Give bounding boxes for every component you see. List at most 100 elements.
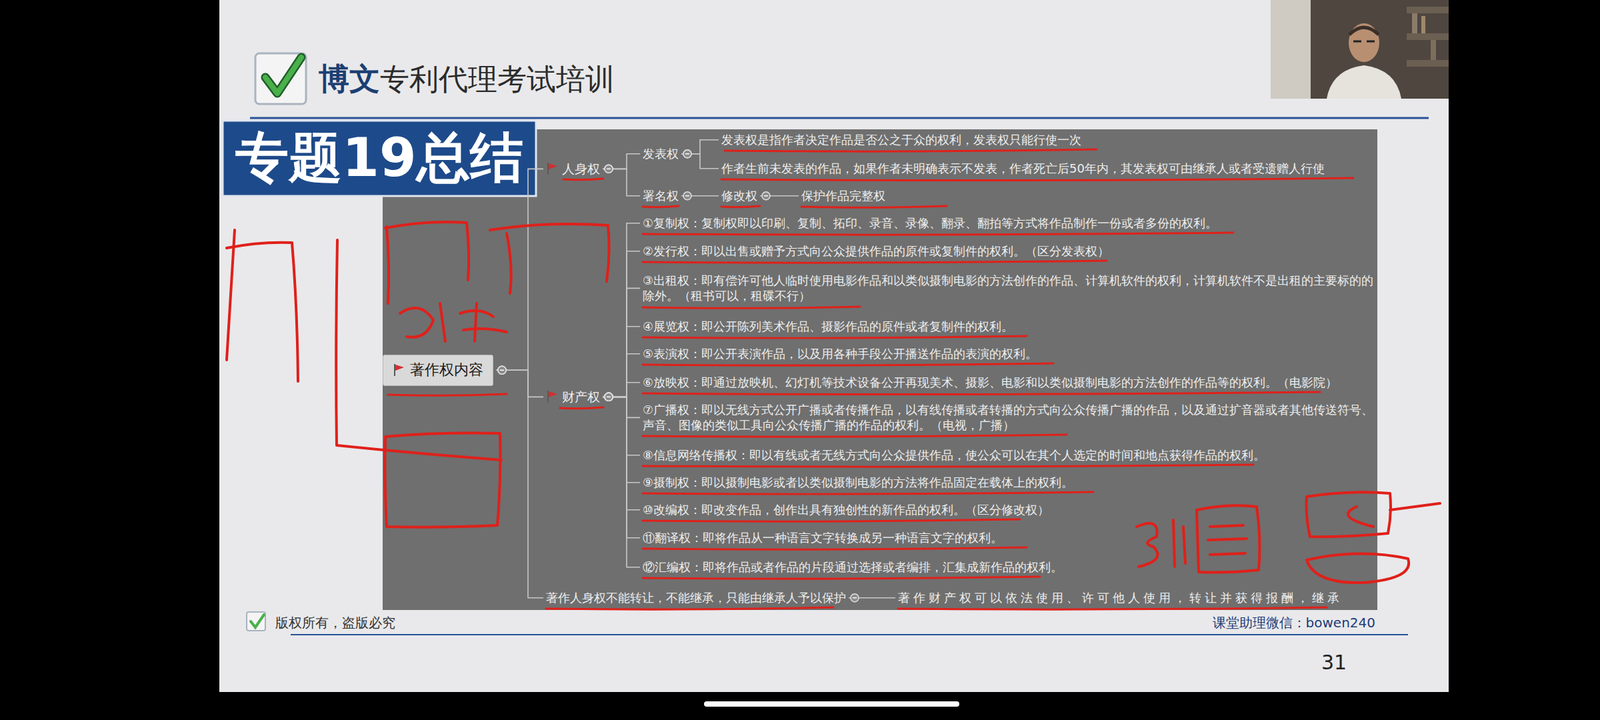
collapse-icon — [604, 392, 613, 401]
contact-note: 课堂助理微信：bowen240 — [1212, 614, 1376, 632]
topic-node: 著作人身权不能转让，不能继承，只能由继承人予以保护 — [546, 590, 846, 606]
collapse-icon — [683, 192, 692, 200]
collapse-minus — [606, 396, 611, 398]
slide — [219, 0, 1449, 692]
topic-node: ⑥放映权：即通过放映机、幻灯机等技术设备公开再现美术、摄影、电影和以类似摄制电影… — [642, 374, 1338, 390]
collapse-icon — [498, 366, 506, 374]
collapse-minus — [685, 153, 690, 155]
collapse-minus — [500, 370, 504, 372]
collapse-minus — [606, 396, 611, 398]
title-banner — [222, 120, 536, 196]
topic-node: 修改权 — [721, 188, 758, 204]
brand-name: 博文 — [318, 58, 380, 100]
topic-text: 发表权 — [642, 146, 679, 161]
connector — [602, 288, 640, 397]
collapse-minus — [764, 195, 768, 197]
flag-icon — [546, 390, 558, 404]
topic-node: ③出租权：即有偿许可他人临时使用电影作品和以类似摄制电影的方法创作的作品、计算机… — [642, 272, 1376, 304]
flag-icon — [392, 363, 405, 377]
connector — [602, 396, 640, 538]
title: 专题19总结 — [235, 122, 523, 195]
topic-node: 发表权 — [642, 146, 679, 162]
topic-text: ⑨摄制权：即以摄制电影或者以类似摄制电影的方法将作品固定在载体上的权利。 — [642, 475, 1074, 490]
collapse-icon — [762, 192, 770, 200]
collapse-icon — [604, 392, 613, 401]
collapse-icon — [683, 150, 692, 158]
connector — [602, 396, 640, 510]
topic-node: 人身权 — [546, 160, 600, 178]
topic-text: 著作人身权不能转让，不能继承，只能由继承人予以保护 — [546, 590, 846, 605]
collapse-minus — [606, 168, 611, 170]
topic-node: ⑪翻译权：即将作品从一种语言文字转换成另一种语言文字的权利。 — [642, 530, 1003, 546]
flag-icon — [546, 162, 558, 176]
collapse-minus — [606, 396, 611, 398]
topic-text: ⑥放映权：即通过放映机、幻灯机等技术设备公开再现美术、摄影、电影和以类似摄制电影… — [642, 375, 1338, 390]
collapse-minus — [606, 168, 611, 170]
connector — [681, 195, 719, 197]
connector — [848, 597, 896, 599]
collapse-minus — [606, 396, 611, 398]
connector — [602, 396, 640, 567]
topic-text: 发表权是指作者决定作品是否公之于众的权利，发表权只能行使一次 — [721, 132, 1082, 147]
collapse-icon — [604, 392, 613, 401]
collapse-icon — [604, 392, 613, 401]
collapse-icon — [604, 392, 613, 401]
brand-subtitle: 专利代理考试培训 — [380, 60, 615, 100]
copyright-note: 版权所有，盗版必究 — [275, 614, 396, 632]
topic-text: ②发行权：即以出售或赠予方式向公众提供作品的原件或复制件的权利。（区分发表权） — [642, 244, 1110, 258]
collapse-icon — [850, 594, 859, 602]
collapse-icon — [604, 392, 613, 401]
topic-text: ④展览权：即公开陈列美术作品、摄影作品的原件或者复制件的权利。 — [642, 319, 1014, 334]
collapse-icon — [498, 366, 506, 374]
collapse-icon — [604, 392, 613, 401]
connector — [602, 354, 640, 398]
topic-node: ⑧信息网络传播权：即以有线或者无线方式向公众提供作品，使公众可以在其个人选定的时… — [642, 447, 1266, 463]
topic-node: ④展览权：即公开陈列美术作品、摄影作品的原件或者复制件的权利。 — [642, 318, 1014, 334]
collapse-minus — [606, 396, 611, 398]
collapse-icon — [604, 392, 613, 401]
topic-text: 著作权内容 — [410, 360, 484, 380]
page-number-text: 31 — [1321, 650, 1347, 674]
connector — [602, 326, 640, 398]
title-text: 专题19总结 — [222, 120, 536, 196]
collapse-minus — [606, 396, 611, 398]
topic-text: ③出租权：即有偿许可他人临时使用电影作品和以类似摄制电影的方法创作的作品、计算机… — [642, 273, 1374, 303]
collapse-minus — [606, 396, 611, 398]
connector — [602, 396, 640, 482]
collapse-minus — [500, 370, 504, 372]
collapse-icon — [604, 392, 613, 401]
collapse-icon — [604, 392, 613, 401]
topic-node: ⑨摄制权：即以摄制电影或者以类似摄制电影的方法将作品固定在载体上的权利。 — [642, 474, 1074, 490]
connector — [496, 168, 544, 370]
copyright-text: 版权所有，盗版必究 — [275, 614, 396, 631]
collapse-icon — [604, 164, 613, 173]
collapse-minus — [606, 396, 611, 398]
topic-text: 作者生前未发表的作品，如果作者未明确表示不发表，作者死亡后50年内，其发表权可由… — [721, 161, 1325, 176]
collapse-minus — [685, 195, 690, 197]
collapse-minus — [606, 396, 611, 398]
collapse-minus — [852, 597, 857, 599]
webcam-video — [1270, 0, 1449, 99]
collapse-icon — [604, 392, 613, 401]
topic-node: 保护作品完整权 — [801, 188, 886, 204]
topic-text: 人身权 — [562, 160, 600, 178]
topic-text: ⑪翻译权：即将作品从一种语言文字转换成另一种语言文字的权利。 — [642, 530, 1003, 545]
page-number: 31 — [1321, 650, 1347, 674]
topic-text: ⑤表演权：即公开表演作品，以及用各种手段公开播送作品的表演的权利。 — [642, 346, 1038, 361]
topic-node: ⑩改编权：即改变作品，创作出具有独创性的新作品的权利。（区分修改权） — [642, 502, 1050, 518]
topic-node: 财产权 — [546, 388, 600, 406]
topic-text: ①复制权：复制权即以印刷、复制、拓印、录音、录像、翻录、翻拍等方式将作品制作一份… — [642, 216, 1218, 230]
topic-node: ①复制权：复制权即以印刷、复制、拓印、录音、录像、翻录、翻拍等方式将作品制作一份… — [642, 215, 1218, 231]
topic-text: 保护作品完整权 — [801, 188, 886, 203]
logo — [255, 53, 306, 104]
topic-node: 著作财产权可以依法使用、许可他人使用，转让并获得报酬，继承 — [898, 590, 1343, 606]
topic-text: 财产权 — [562, 388, 600, 406]
topic-text: ⑫汇编权：即将作品或者作品的片段通过选择或者编排，汇集成新作品的权利。 — [642, 560, 1063, 574]
topic-node: ⑫汇编权：即将作品或者作品的片段通过选择或者编排，汇集成新作品的权利。 — [642, 559, 1063, 575]
topic-node: 署名权 — [642, 188, 679, 204]
footer-logo — [246, 612, 266, 631]
root-topic: 著作权内容 — [382, 354, 494, 386]
connector — [602, 396, 640, 455]
topic-text: 著作财产权可以依法使用、许可他人使用，转让并获得报酬，继承 — [898, 590, 1343, 605]
topic-node: ⑦广播权：即以无线方式公开广播或者传播作品，以有线传播或者转播的方式向公众传播广… — [642, 402, 1376, 434]
